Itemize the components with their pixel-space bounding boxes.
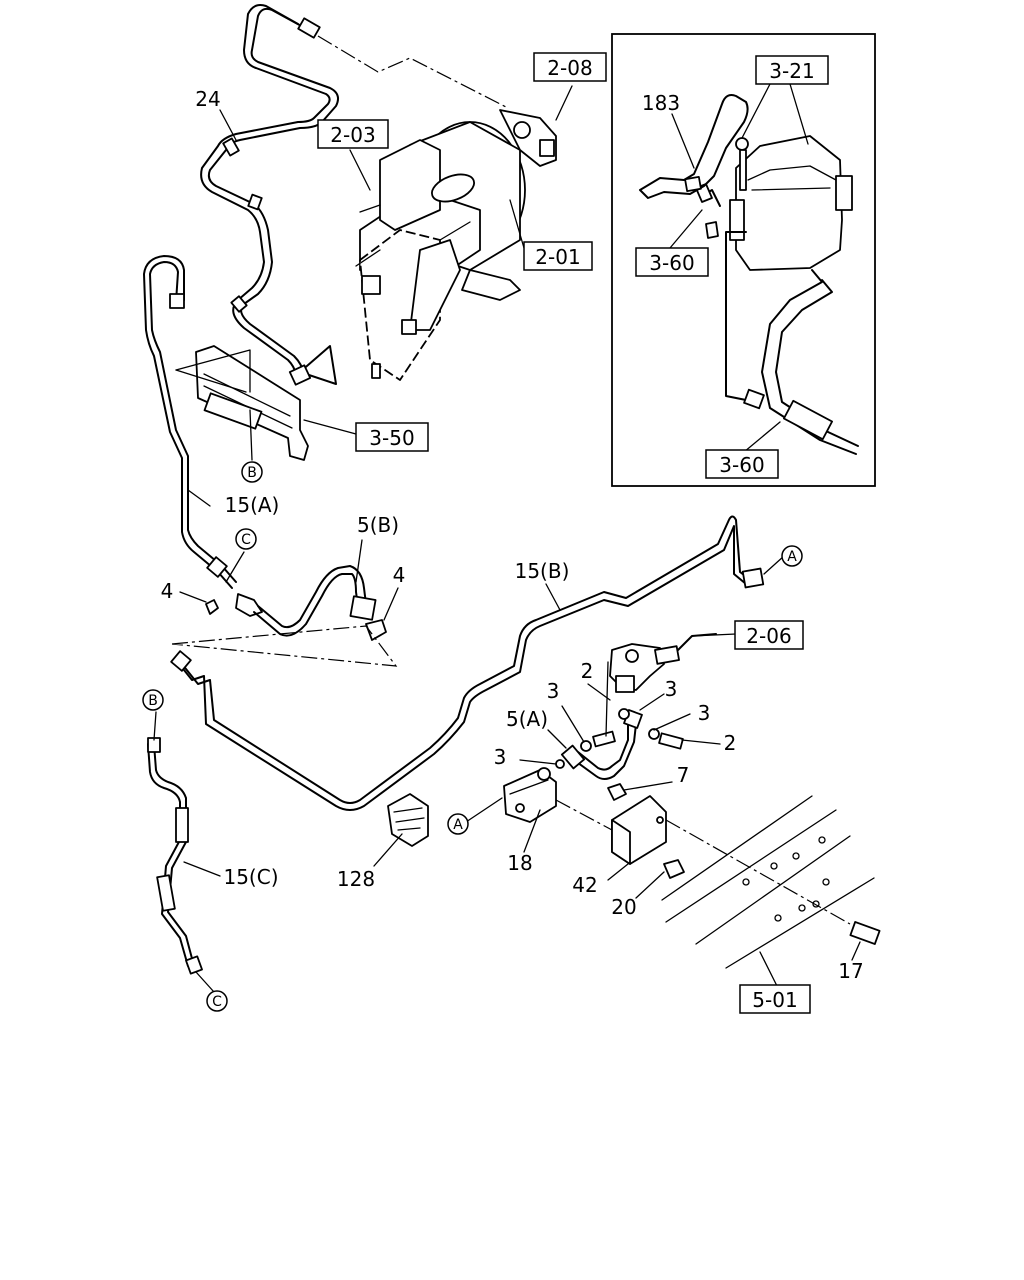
label-24: 24: [195, 87, 220, 111]
pipe-5b-leader: [171, 625, 398, 667]
marker-c-lower: C: [206, 990, 228, 1012]
svg-text:B: B: [148, 693, 158, 709]
boxed-ref-3-50: 3-50: [355, 422, 429, 452]
boxed-ref-3-21: 3-21: [755, 55, 829, 85]
svg-text:5-01: 5-01: [752, 988, 797, 1012]
svg-text:2-03: 2-03: [330, 123, 375, 147]
svg-text:A: A: [453, 817, 463, 833]
svg-text:C: C: [241, 532, 251, 548]
label-128: 128: [337, 867, 375, 891]
boxed-ref-2-01: 2-01: [523, 241, 593, 271]
svg-text:2-06: 2-06: [746, 624, 791, 648]
master-cylinder-assembly: [355, 109, 557, 381]
marker-b-upper: B: [241, 461, 263, 483]
boxed-ref-3-60-upper: 3-60: [635, 247, 709, 277]
pipe-15c: [147, 737, 203, 975]
svg-text:C: C: [212, 994, 222, 1010]
label-3-left: 3: [494, 745, 507, 769]
boxed-ref-5-01: 5-01: [739, 984, 811, 1014]
reservoir-assembly: [639, 94, 859, 455]
label-20: 20: [611, 895, 636, 919]
label-5a: 5(A): [506, 707, 548, 731]
valve-2-06: [609, 633, 717, 693]
label-3-upper-right: 3: [665, 677, 678, 701]
boxed-ref-2-03: 2-03: [317, 119, 389, 149]
boxed-ref-2-06: 2-06: [734, 620, 804, 650]
boxed-ref-3-60-lower: 3-60: [705, 449, 779, 479]
label-4-right: 4: [393, 563, 406, 587]
marker-a-lower: A: [447, 813, 469, 835]
marker-a-right: A: [781, 545, 803, 567]
label-3-right: 3: [698, 701, 711, 725]
pipe-24-leader: [317, 35, 509, 109]
pipe-15b: [170, 515, 765, 811]
svg-text:3-21: 3-21: [769, 59, 814, 83]
svg-text:3-60: 3-60: [719, 453, 764, 477]
sensor-18: [503, 767, 557, 823]
marker-b-lower: B: [142, 689, 164, 711]
label-2-upper: 2: [581, 659, 594, 683]
bracket-3-50: [175, 345, 309, 461]
svg-text:3-60: 3-60: [649, 251, 694, 275]
label-2-lower: 2: [724, 731, 737, 755]
label-7: 7: [677, 763, 690, 787]
pipe-5b: [205, 565, 387, 641]
label-183: 183: [642, 91, 680, 115]
svg-text:2-08: 2-08: [547, 56, 592, 80]
connector-128: [387, 793, 429, 847]
label-5b: 5(B): [357, 513, 399, 537]
label-3-upper-left: 3: [547, 679, 560, 703]
svg-text:A: A: [787, 549, 797, 565]
inset-frame: [611, 33, 876, 487]
label-15b: 15(B): [515, 559, 570, 583]
label-42: 42: [572, 873, 597, 897]
svg-text:B: B: [247, 465, 257, 481]
pipe-24: [200, 4, 339, 386]
pipe-15a: [143, 255, 263, 617]
label-18: 18: [507, 851, 532, 875]
label-17: 17: [838, 959, 863, 983]
label-15c: 15(C): [223, 865, 278, 889]
label-4-left: 4: [161, 579, 174, 603]
bracket-42: [611, 795, 667, 865]
svg-text:3-50: 3-50: [369, 426, 414, 450]
svg-text:2-01: 2-01: [535, 245, 580, 269]
label-15a: 15(A): [225, 493, 280, 517]
sensor-leader: [555, 799, 851, 925]
marker-c-upper: C: [235, 528, 257, 550]
frame-5-01: [661, 795, 875, 969]
leader-lines: [153, 83, 861, 993]
fasteners: [555, 708, 881, 945]
boxed-ref-2-08: 2-08: [533, 52, 607, 82]
